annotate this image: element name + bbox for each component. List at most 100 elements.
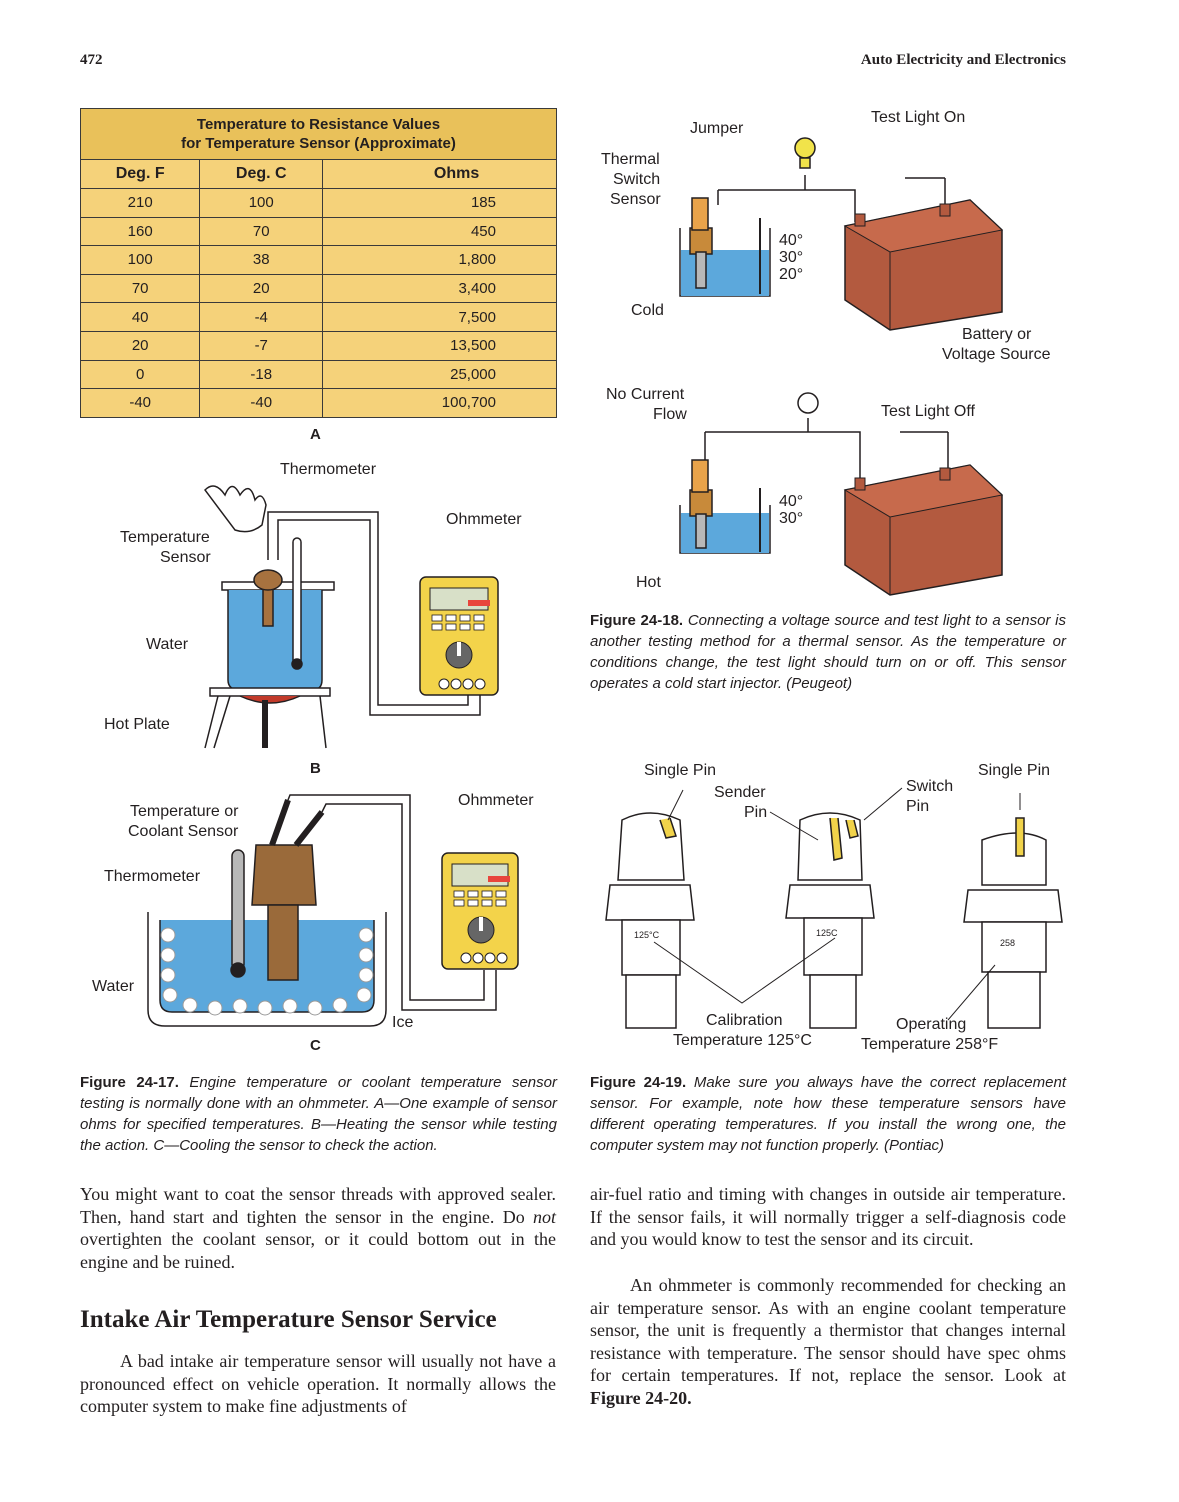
emphasis: not [532,1206,556,1227]
fig18-bottom-illustration [679,392,949,554]
label-jumper: Jumper [690,120,744,137]
table-cell: -40 [79,388,201,418]
label-sender-1: Sender [714,784,766,801]
fig19-sensors-illustration [605,812,1063,1029]
text-run: You might want to coat the sensor thread… [80,1184,556,1227]
body-right-paragraph-1: air-fuel ratio and timing with changes i… [590,1184,1066,1250]
running-header: Auto Electricity and Electronics [860,52,1066,68]
body-left-paragraph-2: A bad intake air temperature sensor will… [80,1351,556,1417]
label-calibration-2: Temperature 125°C [673,1032,812,1049]
label-operating-2: Temperature 258°F [861,1036,999,1053]
table-title-line2: for Temperature Sensor (Approximate) [181,135,456,152]
label-20-top: 20° [779,266,804,283]
fig17c-illustration [147,794,497,1027]
table-cell: 100,700 [322,388,557,418]
section-heading: Intake Air Temperature Sensor Service [80,1306,497,1333]
resistance-table: Temperature to Resistance Values for Tem… [79,108,557,418]
fig19-leader-lines [653,787,1021,1021]
column-header: Deg. F [79,159,201,189]
panel-label-b: B [310,760,321,777]
label-operating-1: Operating [896,1016,967,1033]
caption-text: Make sure you always have the correct re… [590,1074,1066,1154]
column-header: Ohms [322,159,557,189]
label-single-pin-left: Single Pin [644,762,717,779]
label-single-pin-right: Single Pin [978,762,1051,779]
table-cell: -40 [199,388,324,418]
label-water-c: Water [92,978,135,995]
table-cell: -4 [199,302,324,332]
figure-reference: Figure 24-20. [590,1387,692,1408]
body-right-paragraph-2: An ohmmeter is commonly recommended for … [590,1274,1066,1410]
label-thermometer-c: Thermometer [104,868,201,885]
battery-top-illustration [843,199,1004,331]
label-temp-sensor-1: Temperature [120,529,210,546]
text-run: An ohmmeter is commonly recommended for … [590,1275,1066,1386]
text-run: overtighten the coolant sensor, or it co… [80,1229,556,1272]
label-30-bottom: 30° [779,510,804,527]
label-switch-1: Switch [906,778,954,795]
label-30-top: 30° [779,249,804,266]
label-thermal-1: Thermal [601,151,660,168]
label-coolant-sensor-1: Temperature or [130,803,239,820]
label-thermometer-b: Thermometer [280,461,377,478]
fig18-top-illustration [679,137,946,297]
page-number: 472 [80,52,103,68]
fig17b-illustration [204,485,481,749]
ohmmeter-c-illustration [441,852,519,970]
label-hot: Hot [636,574,661,591]
label-ice: Ice [392,1014,414,1031]
caption-label: Figure 24-17. [80,1074,179,1091]
body-left-paragraph-1: You might want to coat the sensor thread… [80,1183,556,1273]
panel-label-c: C [310,1037,321,1054]
label-no-current-1: No Current [606,386,685,403]
thread-marking-3: 258 [1000,938,1016,948]
label-calibration-1: Calibration [706,1012,783,1029]
label-40-bottom: 40° [779,493,804,510]
label-switch-2: Pin [906,798,930,815]
label-no-current-2: Flow [653,406,687,423]
label-hot-plate: Hot Plate [104,716,170,733]
label-battery-2: Voltage Source [942,346,1051,363]
label-coolant-sensor-2: Coolant Sensor [128,823,239,840]
ohmmeter-b-illustration [419,576,499,696]
caption-text: Connecting a voltage source and test lig… [590,612,1066,692]
thread-marking-2: 125C [816,928,838,938]
label-ohmmeter-c: Ohmmeter [458,792,534,809]
caption-label: Figure 24-19. [590,1074,687,1091]
label-thermal-2: Switch [613,171,661,188]
label-test-light-on: Test Light On [871,109,966,126]
table-cell: 20 [199,273,324,304]
table-cell: 100 [79,245,201,275]
column-header: Deg. C [199,159,324,189]
table-cell: 100 [199,188,324,218]
caption-text: Engine temperature or coolant temperatur… [80,1074,557,1154]
thread-marking-1: 125°C [634,930,660,940]
panel-label-a: A [310,426,321,443]
table-title-line1: Temperature to Resistance Values [196,116,441,133]
label-water-b: Water [146,636,189,653]
caption-fig-24-17: Figure 24-17. Engine temperature or cool… [80,1072,557,1156]
label-ohmmeter-b: Ohmmeter [446,511,522,528]
table-cell: 40 [79,302,201,332]
table-cell: 7,500 [322,302,557,332]
caption-fig-24-18: Figure 24-18. Connecting a voltage sourc… [590,610,1066,694]
table-cell: 210 [79,188,201,218]
table-cell: 0 [79,359,201,390]
caption-fig-24-19: Figure 24-19. Make sure you always have … [590,1072,1066,1156]
label-40-top: 40° [779,232,804,249]
caption-label: Figure 24-18. [590,612,684,629]
table-cell: 3,400 [322,273,557,304]
label-sender-2: Pin [744,804,768,821]
label-test-light-off: Test Light Off [881,403,975,420]
table-cell: 450 [322,216,557,247]
label-temp-sensor-2: Sensor [160,549,211,566]
battery-bottom-illustration [843,464,1004,596]
label-thermal-3: Sensor [610,191,661,208]
